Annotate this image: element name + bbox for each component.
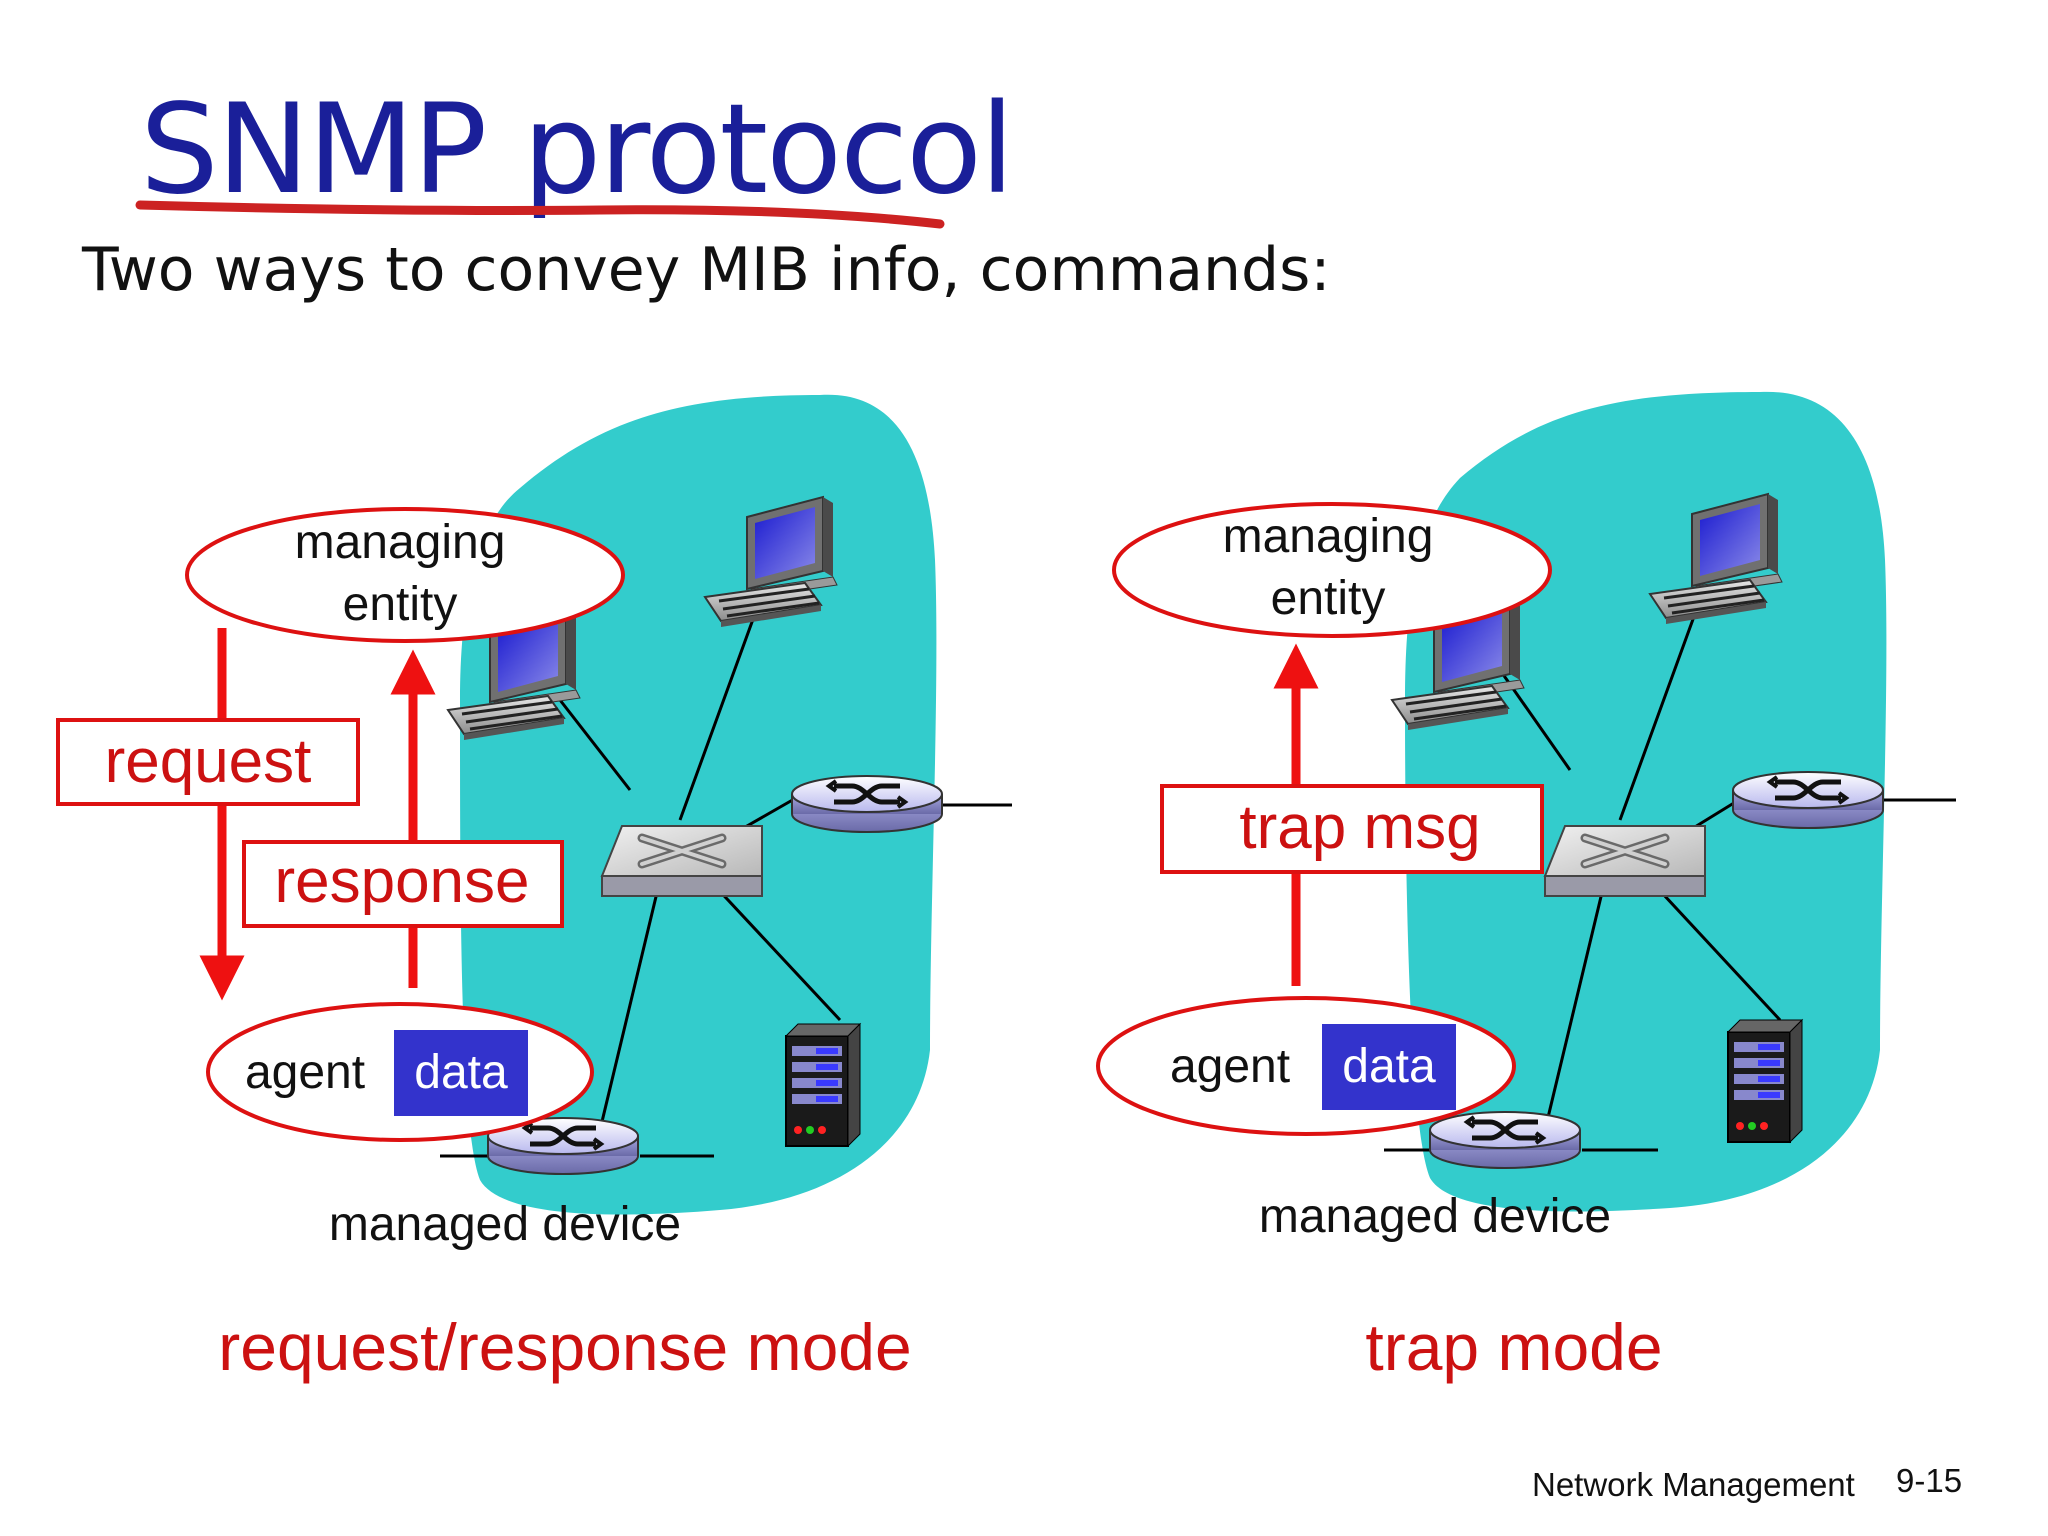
footer-section: Network Management <box>1532 1466 1855 1503</box>
switch-icon <box>602 826 762 896</box>
response-label: response <box>274 847 529 916</box>
request-box <box>56 718 360 806</box>
managing-entity-label-line1: managing <box>295 516 506 569</box>
managed-device-label: managed device <box>329 1198 681 1251</box>
managing-entity-label-line2: entity <box>1271 572 1386 625</box>
request-label: request <box>105 727 312 796</box>
router-icon <box>792 776 942 832</box>
data-label: data <box>1342 1040 1436 1093</box>
router-icon <box>1733 772 1883 828</box>
title-underline <box>135 200 945 229</box>
managing-entity-ellipse <box>1112 502 1552 638</box>
data-box <box>1322 1024 1456 1110</box>
mode-caption-trap: trap mode <box>1365 1310 1662 1384</box>
managing-entity-label-line1: managing <box>1223 510 1434 563</box>
managing-entity-label-line2: entity <box>343 578 458 631</box>
mode-caption-request-response: request/response mode <box>218 1310 911 1384</box>
agent-label: agent <box>1170 1040 1290 1093</box>
page-title: SNMP protocol <box>140 78 1014 222</box>
server-icon <box>785 1023 861 1147</box>
trap-msg-box <box>1160 784 1544 874</box>
data-label: data <box>414 1046 508 1099</box>
switch-icon <box>1545 826 1705 896</box>
router-icon <box>1430 1112 1580 1168</box>
managing-entity-ellipse <box>185 507 625 643</box>
right-panel: managing entity trap msg agent data mana… <box>1096 391 1956 1384</box>
response-box <box>242 840 564 928</box>
managed-device-label: managed device <box>1259 1190 1611 1243</box>
subtitle: Two ways to convey MIB info, commands: <box>82 235 1331 305</box>
agent-label: agent <box>245 1046 365 1099</box>
trap-msg-label: trap msg <box>1239 793 1480 862</box>
footer-page-number: 9-15 <box>1896 1462 1963 1499</box>
server-icon <box>1727 1019 1803 1143</box>
left-panel: managing entity request response agent d… <box>56 394 1012 1384</box>
data-box <box>394 1030 528 1116</box>
